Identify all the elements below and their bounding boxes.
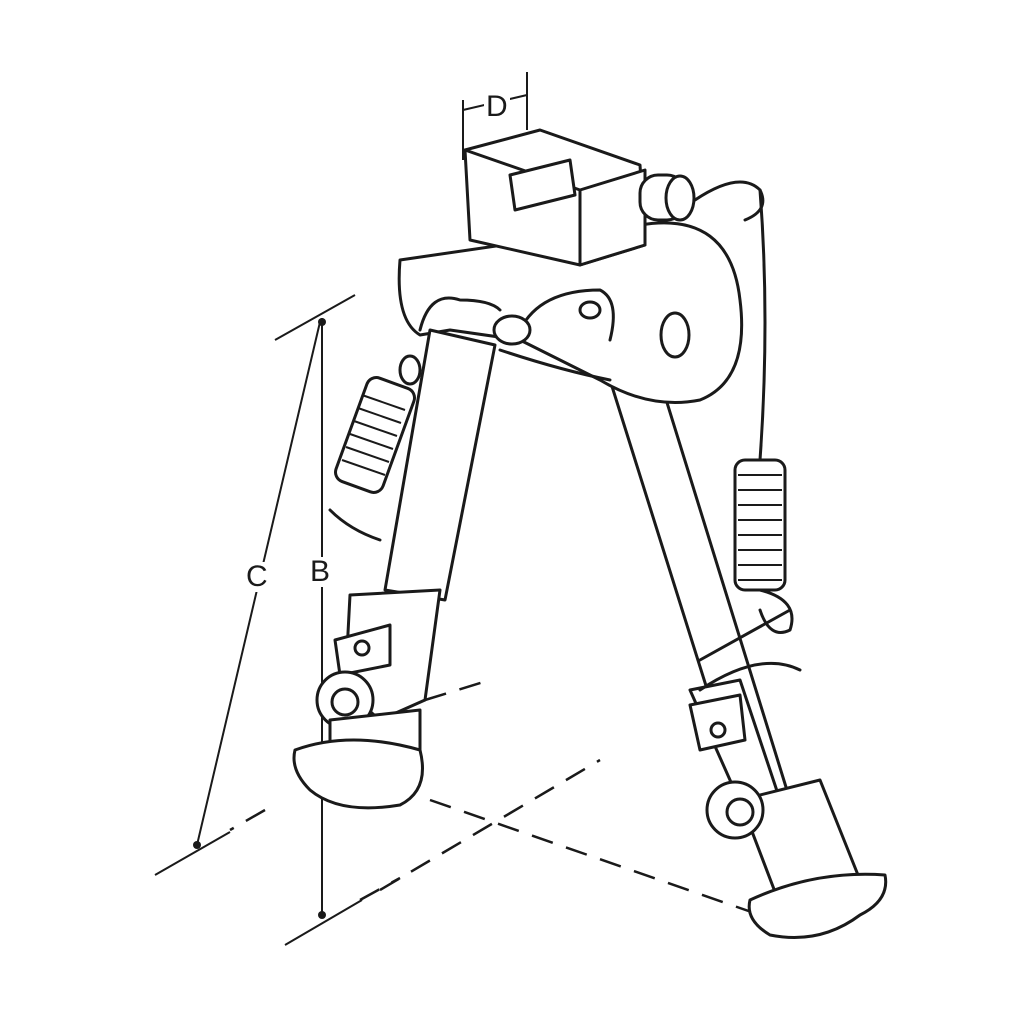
right-leg bbox=[608, 378, 888, 939]
left-spring bbox=[334, 354, 422, 494]
label-b: B bbox=[308, 555, 333, 588]
dimension-b bbox=[284, 318, 363, 946]
right-spring bbox=[733, 188, 794, 634]
bipod-head bbox=[397, 128, 765, 404]
label-c: C bbox=[244, 560, 270, 593]
left-leg bbox=[292, 328, 497, 810]
ground-reference-lines bbox=[229, 678, 761, 917]
label-d: D bbox=[484, 90, 510, 123]
